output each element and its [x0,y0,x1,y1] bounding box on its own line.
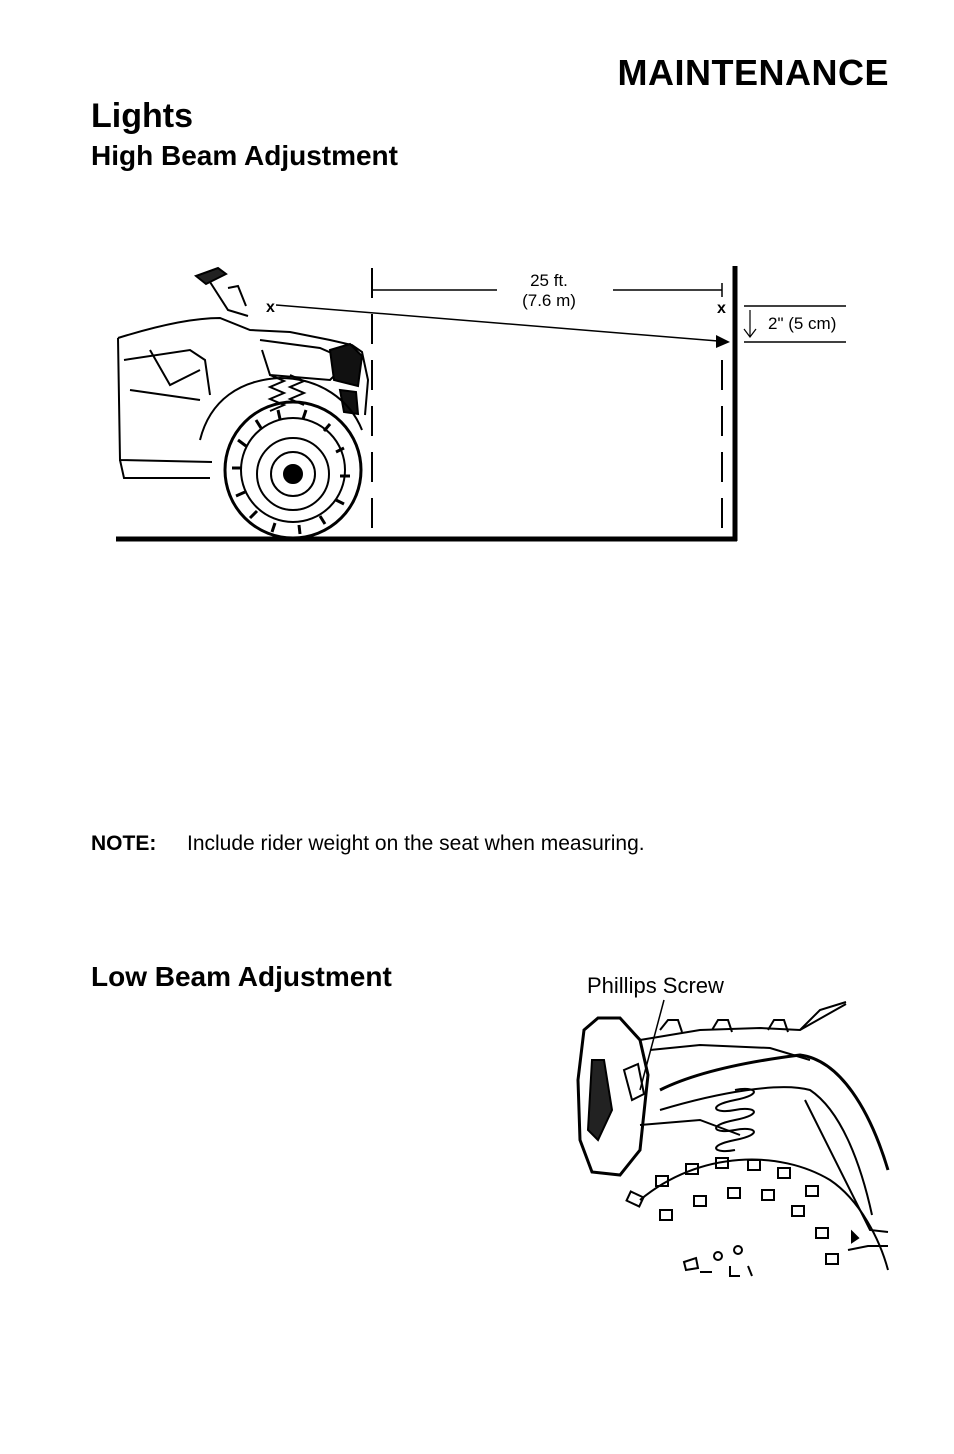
phillips-screw-callout: Phillips Screw [587,973,724,998]
high-beam-heading: High Beam Adjustment [91,140,398,171]
section-title: MAINTENANCE [617,52,889,93]
low-beam-heading: Low Beam Adjustment [91,961,392,992]
atv-front-closeup [576,1001,890,1277]
note-text: Include rider weight on the seat when me… [187,832,645,855]
note: NOTE: Include rider weight on the seat wh… [91,832,645,856]
distance-feet-label: 25 ft. [530,271,568,290]
distance-meters-label: (7.6 m) [522,291,576,310]
atv-side-illustration [117,266,370,540]
wall-marker: x [717,300,726,317]
headlight-marker: x [266,299,275,316]
lights-heading: Lights [91,97,193,135]
note-label: NOTE: [91,832,157,855]
callout-leader [639,999,665,1091]
beam-arrowhead [716,335,730,348]
beam-line [275,304,719,342]
drop-label: 2" (5 cm) [768,314,836,333]
